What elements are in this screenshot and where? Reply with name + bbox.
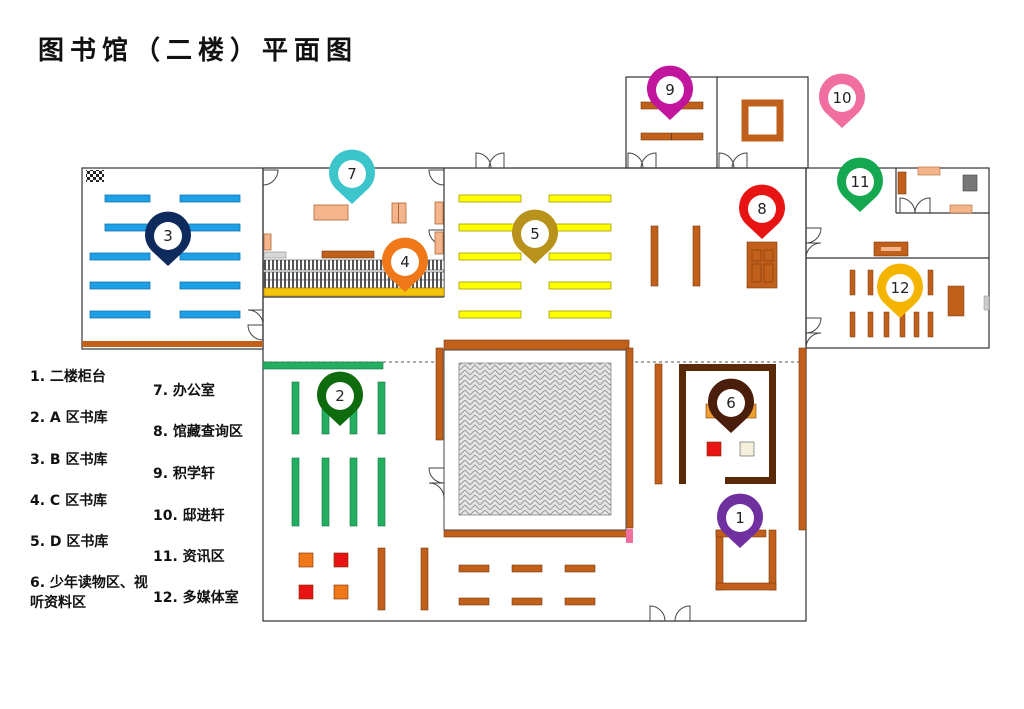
b-zone-shelves <box>89 194 241 319</box>
marker-label: 10 <box>832 89 851 107</box>
legend-item: 12. 多媒体室 <box>153 590 239 606</box>
legend-item: 6. 少年读物区、视听资料区 <box>30 575 148 611</box>
marker-label: 4 <box>400 253 410 271</box>
location-marker-10[interactable]: 10 <box>818 73 865 128</box>
legend-item: 1. 二楼柜台 <box>30 369 106 385</box>
marker-label: 9 <box>665 81 675 99</box>
location-marker-6[interactable]: 6 <box>708 378 754 433</box>
legend-item: 2. A 区书库 <box>30 410 108 426</box>
location-marker-5[interactable]: 5 <box>512 209 558 264</box>
walls <box>81 76 990 622</box>
legend-item: 3. B 区书库 <box>30 452 108 468</box>
info-area-furniture <box>873 166 978 257</box>
marker-label: 1 <box>735 509 745 527</box>
legend-item: 5. D 区书库 <box>30 534 109 550</box>
location-marker-2[interactable]: 2 <box>317 371 363 426</box>
location-marker-12[interactable]: 12 <box>877 263 923 318</box>
location-marker-4[interactable]: 4 <box>382 237 428 292</box>
marker-label: 7 <box>347 165 357 183</box>
marker-label: 8 <box>757 200 767 218</box>
legend-item: 11. 资讯区 <box>153 549 225 565</box>
legend-item: 10. 邸进轩 <box>153 508 225 524</box>
map-title: 图书馆（二楼）平面图 <box>38 36 359 66</box>
east-shelf <box>798 347 807 531</box>
location-marker-11[interactable]: 11 <box>836 157 883 212</box>
doors <box>247 152 931 622</box>
c-zone-stacks <box>263 259 445 297</box>
marker-label: 3 <box>163 227 173 245</box>
legend-item: 4. C 区书库 <box>30 493 108 509</box>
location-marker-3[interactable]: 3 <box>145 211 191 266</box>
marker-label: 11 <box>850 173 869 191</box>
legend-item: 9. 积学轩 <box>153 466 215 482</box>
location-marker-7[interactable]: 7 <box>329 149 375 204</box>
marker-label: 6 <box>726 394 736 412</box>
a-zone-seats <box>298 552 349 600</box>
location-marker-9[interactable]: 9 <box>647 65 693 120</box>
location-marker-8[interactable]: 8 <box>739 184 785 239</box>
legend-item: 8. 馆藏查询区 <box>153 424 243 440</box>
marker-label: 2 <box>335 387 345 405</box>
marker-label: 12 <box>890 279 909 297</box>
office-furniture <box>263 201 444 259</box>
checker-mark <box>86 170 104 182</box>
marker-label: 5 <box>530 225 540 243</box>
multimedia-seats <box>849 269 965 338</box>
youth-area <box>654 363 776 485</box>
a-zone-bottom-shelves <box>377 547 429 611</box>
wall-strip <box>82 341 263 347</box>
legend-item: 7. 办公室 <box>153 383 215 399</box>
query-terminal <box>751 249 774 283</box>
d-zone-shelves <box>458 194 612 319</box>
atrium <box>435 339 634 543</box>
window-mark <box>983 295 990 311</box>
atrium-bottom-shelves <box>458 564 596 606</box>
square-table <box>741 99 784 142</box>
a-zone-top-shelf <box>262 361 384 370</box>
location-marker-1[interactable]: 1 <box>717 493 763 548</box>
